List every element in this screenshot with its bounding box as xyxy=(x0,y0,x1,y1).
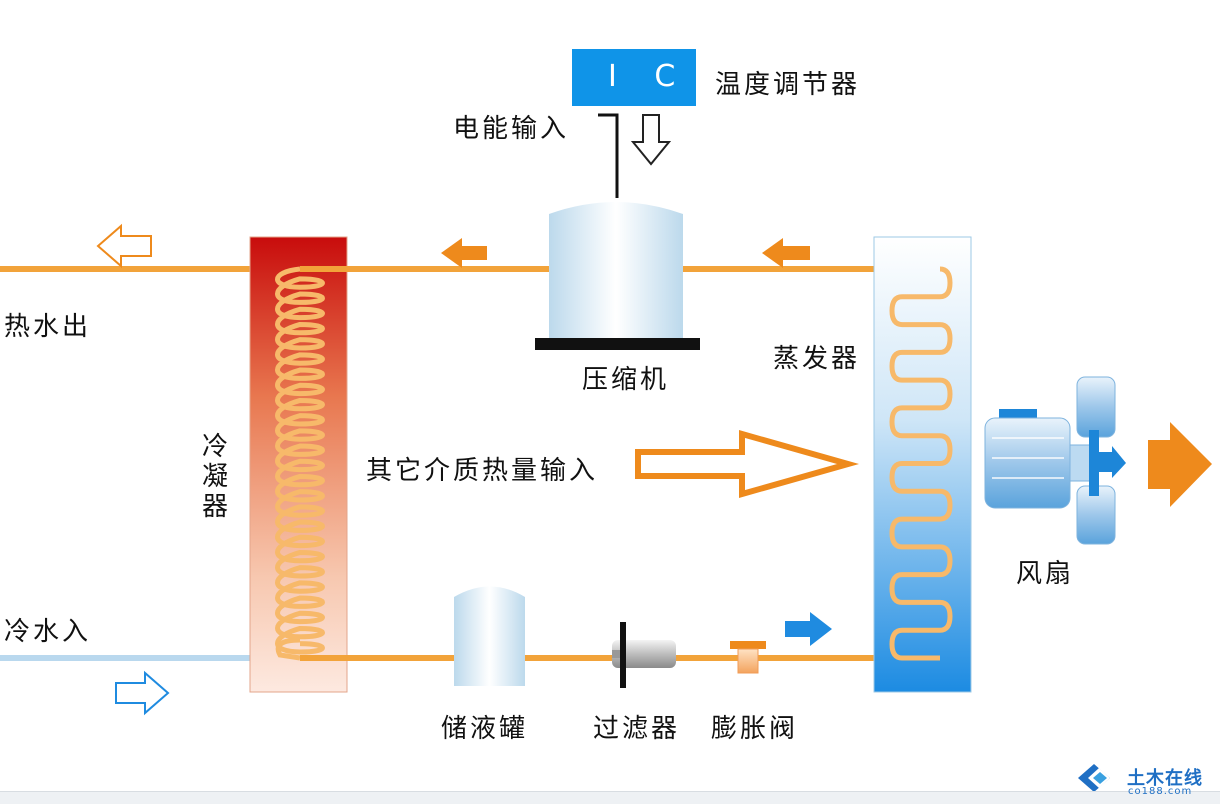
power-input-line xyxy=(598,113,619,198)
heat-input-arrow xyxy=(635,430,860,498)
fan-motor xyxy=(984,409,1093,509)
condenser-coil-path xyxy=(275,266,325,655)
condenser-label: 冷凝器 xyxy=(202,432,229,522)
flow-arrow-left-1 xyxy=(441,238,487,268)
ic-down-arrow xyxy=(630,114,672,166)
power-input-label: 电能输入 xyxy=(453,114,570,144)
thermostat-label: 温度调节器 xyxy=(715,70,861,100)
hot-water-out-arrow xyxy=(96,223,152,269)
hot-water-out-label: 热水出 xyxy=(4,312,92,342)
cold-water-in-label: 冷水入 xyxy=(4,617,92,647)
receiver-label: 储液罐 xyxy=(441,714,529,744)
bottom-bar xyxy=(0,791,1220,804)
watermark-logo-icon xyxy=(1078,764,1110,792)
watermark-brand: 土木在线 xyxy=(1127,768,1203,789)
ic-label: I C xyxy=(608,59,690,94)
flow-arrow-right-blue xyxy=(785,612,832,646)
fan-label: 风扇 xyxy=(1016,559,1075,589)
air-outlet-arrow xyxy=(1148,422,1212,507)
compressor-base xyxy=(535,338,700,350)
evaporator-coil xyxy=(889,266,953,661)
flow-arrow-left-2 xyxy=(762,238,810,268)
watermark-site: co188.com xyxy=(1128,786,1193,797)
evaporator-coil-path xyxy=(889,266,953,661)
heat-input-label: 其它介质热量输入 xyxy=(366,456,599,486)
condenser-coil-outlet xyxy=(275,637,301,661)
filter xyxy=(612,622,676,688)
fan-blades xyxy=(1076,376,1126,545)
evaporator-label: 蒸发器 xyxy=(773,344,861,374)
compressor xyxy=(549,202,683,338)
ic-box xyxy=(572,49,696,106)
filter-label: 过滤器 xyxy=(593,714,681,744)
compressor-label: 压缩机 xyxy=(582,365,670,395)
expansion-valve-label: 膨胀阀 xyxy=(711,714,799,744)
cold-water-pipe xyxy=(0,655,262,661)
expansion-valve xyxy=(730,641,766,674)
condenser-coil xyxy=(275,266,325,661)
hot-water-pipe xyxy=(0,266,262,272)
cold-water-in-arrow xyxy=(115,670,170,716)
receiver-tank xyxy=(454,586,525,686)
